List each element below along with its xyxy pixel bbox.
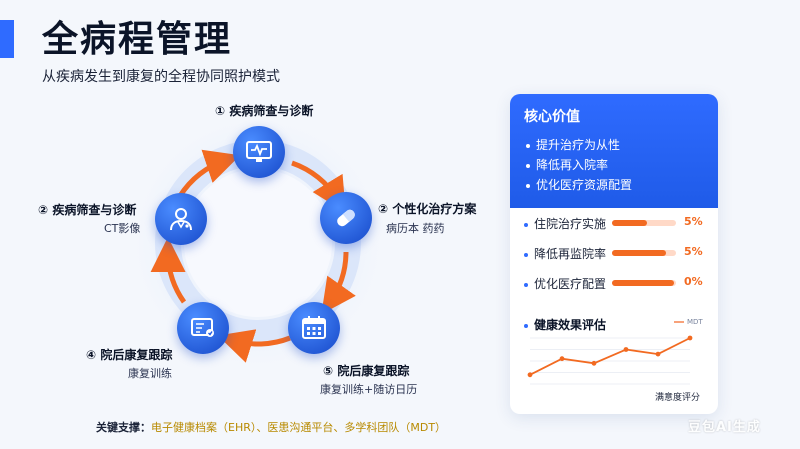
metric-label: 住院治疗实施 xyxy=(524,215,606,232)
core-value-title: 核心价值 xyxy=(524,109,580,125)
metric-value: 5% xyxy=(684,215,703,228)
key-support-label: 关键支撑： xyxy=(96,421,151,434)
core-value-text: 优化医疗资源配置 xyxy=(536,178,633,192)
cycle-node-rehab[interactable] xyxy=(177,302,229,354)
arrow-2-to-5 xyxy=(321,251,356,315)
chart-point xyxy=(591,360,597,366)
node-4-subtitle: 康复训练 xyxy=(128,367,172,380)
core-value-item: 优化医疗资源配置 xyxy=(526,176,632,193)
arrow-3-to-1 xyxy=(177,149,241,198)
chart-caption: 满意度评分 xyxy=(655,393,701,403)
node-2-subtitle: 病历本 药药 xyxy=(386,222,445,235)
metric-label: 降低再监院率 xyxy=(524,245,606,262)
metric-value: 5% xyxy=(684,245,703,258)
chart-series-line xyxy=(529,337,691,376)
cycle-node-diagnosis[interactable] xyxy=(155,193,207,245)
metric-label-text: 优化医疗配置 xyxy=(534,277,607,291)
chart-point xyxy=(559,356,565,362)
core-value-item: 降低再入院率 xyxy=(526,156,608,173)
bullet-dot-icon xyxy=(524,252,528,257)
arrow-5-to-4 xyxy=(217,329,291,363)
monitor-heartbeat-icon xyxy=(246,141,272,162)
chart-point xyxy=(655,351,661,357)
calendar-icon xyxy=(302,316,326,339)
page-title: 全病程管理 xyxy=(42,19,233,60)
node-5-title: ⑤ 院后康复跟踪 xyxy=(323,364,410,378)
metric-label-text: 降低再监院率 xyxy=(534,247,607,261)
node-3-subtitle: CT影像 xyxy=(104,222,141,235)
bullet-dot-icon xyxy=(526,143,530,148)
chart-point xyxy=(527,372,533,378)
node-5-subtitle: 康复训练+随访日历 xyxy=(320,383,418,396)
bullet-dot-icon xyxy=(526,163,530,168)
bullet-dot-icon xyxy=(526,183,530,188)
health-eval-line-chart xyxy=(527,335,693,385)
metric-bar xyxy=(612,280,676,286)
bullet-dot-icon xyxy=(524,282,528,287)
chart-legend: MDT xyxy=(674,318,703,326)
cycle-node-followup[interactable] xyxy=(288,302,340,354)
key-support-value: 电子健康档案（EHR）、医患沟通平台、多学科团队（MDT） xyxy=(151,421,447,434)
metric-bar xyxy=(612,220,676,226)
chart-point xyxy=(623,347,629,352)
core-value-text: 提升治疗为从性 xyxy=(536,138,621,152)
bullet-dot-icon xyxy=(524,222,528,227)
evaluation-title: 健康效果评估 xyxy=(524,316,606,333)
core-value-panel: 核心价值 提升治疗为从性 降低再入院率 优化医疗资源配置 住院治疗实施 5% 降… xyxy=(510,94,718,414)
pill-icon xyxy=(337,209,355,227)
node-1-title: ① 疾病筛查与诊断 xyxy=(215,104,314,118)
cycle-node-screening[interactable] xyxy=(233,126,285,178)
legend-text: MDT xyxy=(687,318,703,326)
metric-bar-fill xyxy=(612,280,675,286)
evaluation-title-text: 健康效果评估 xyxy=(534,318,607,332)
legend-swatch xyxy=(674,321,684,323)
cycle-node-treatment[interactable] xyxy=(320,192,372,244)
metric-label: 优化医疗配置 xyxy=(524,275,606,292)
metric-label-text: 住院治疗实施 xyxy=(534,217,607,231)
ring-center xyxy=(184,169,332,317)
metric-value: 0% xyxy=(684,275,703,288)
node-3-title: ② 疾病筛查与诊断 xyxy=(38,203,137,217)
page-subtitle: 从疾病发生到康复的全程协同照护模式 xyxy=(42,69,280,85)
key-support-footer: 关键支撑：电子健康档案（EHR）、医患沟通平台、多学科团队（MDT） xyxy=(96,419,446,435)
metric-bar-fill xyxy=(612,250,667,256)
core-value-text: 降低再入院率 xyxy=(536,158,609,172)
chart-point xyxy=(687,335,693,341)
ai-watermark: 豆包AI生成 xyxy=(688,420,761,435)
metric-bar xyxy=(612,250,676,256)
node-2-title: ② 个性化治疗方案 xyxy=(378,202,477,216)
metric-bar-fill xyxy=(612,220,648,226)
rehab-board-icon xyxy=(191,318,214,337)
node-4-title: ④ 院后康复跟踪 xyxy=(86,348,173,362)
core-value-header xyxy=(510,94,718,208)
doctor-icon xyxy=(170,208,192,231)
core-value-item: 提升治疗为从性 xyxy=(526,136,620,153)
title-accent-bar xyxy=(0,20,14,58)
bullet-dot-icon xyxy=(524,323,528,328)
arrow-4-to-3 xyxy=(150,237,187,304)
